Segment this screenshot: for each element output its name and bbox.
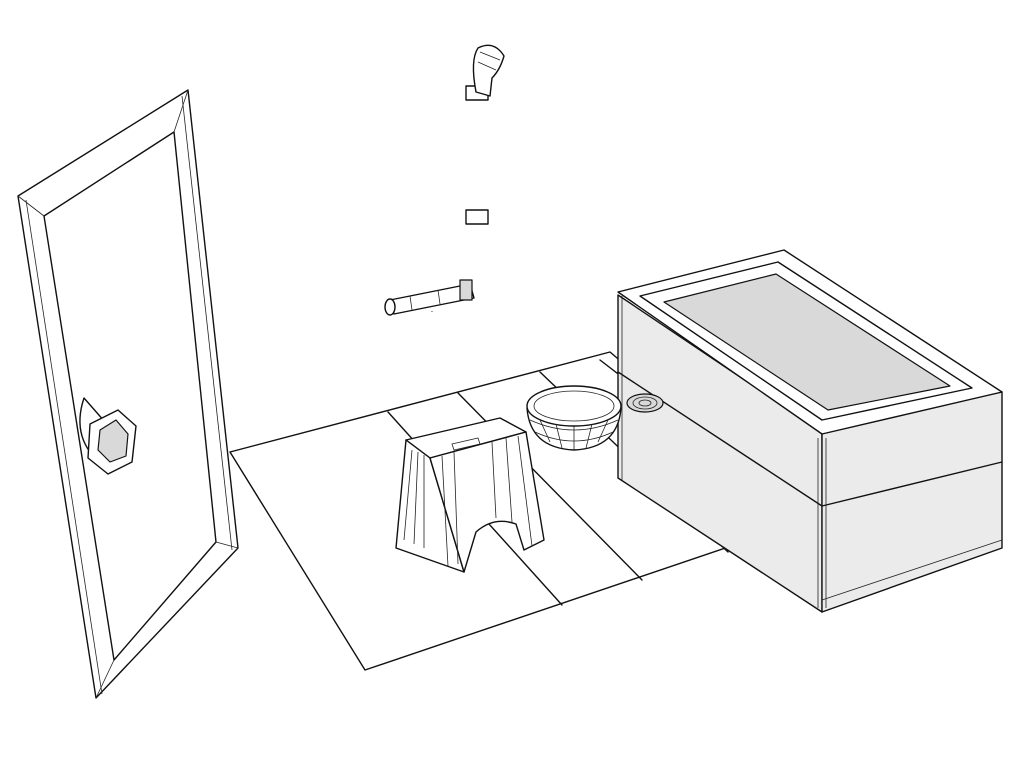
shower-faucet [384, 279, 475, 316]
bath-stool [395, 417, 545, 573]
floor-drain [626, 393, 664, 413]
bathroom-door [17, 89, 239, 699]
shower-head [472, 44, 505, 97]
bathtub [617, 249, 1003, 613]
shower-hose [429, 85, 489, 354]
wash-basket [526, 385, 622, 451]
door-knob [79, 397, 137, 475]
